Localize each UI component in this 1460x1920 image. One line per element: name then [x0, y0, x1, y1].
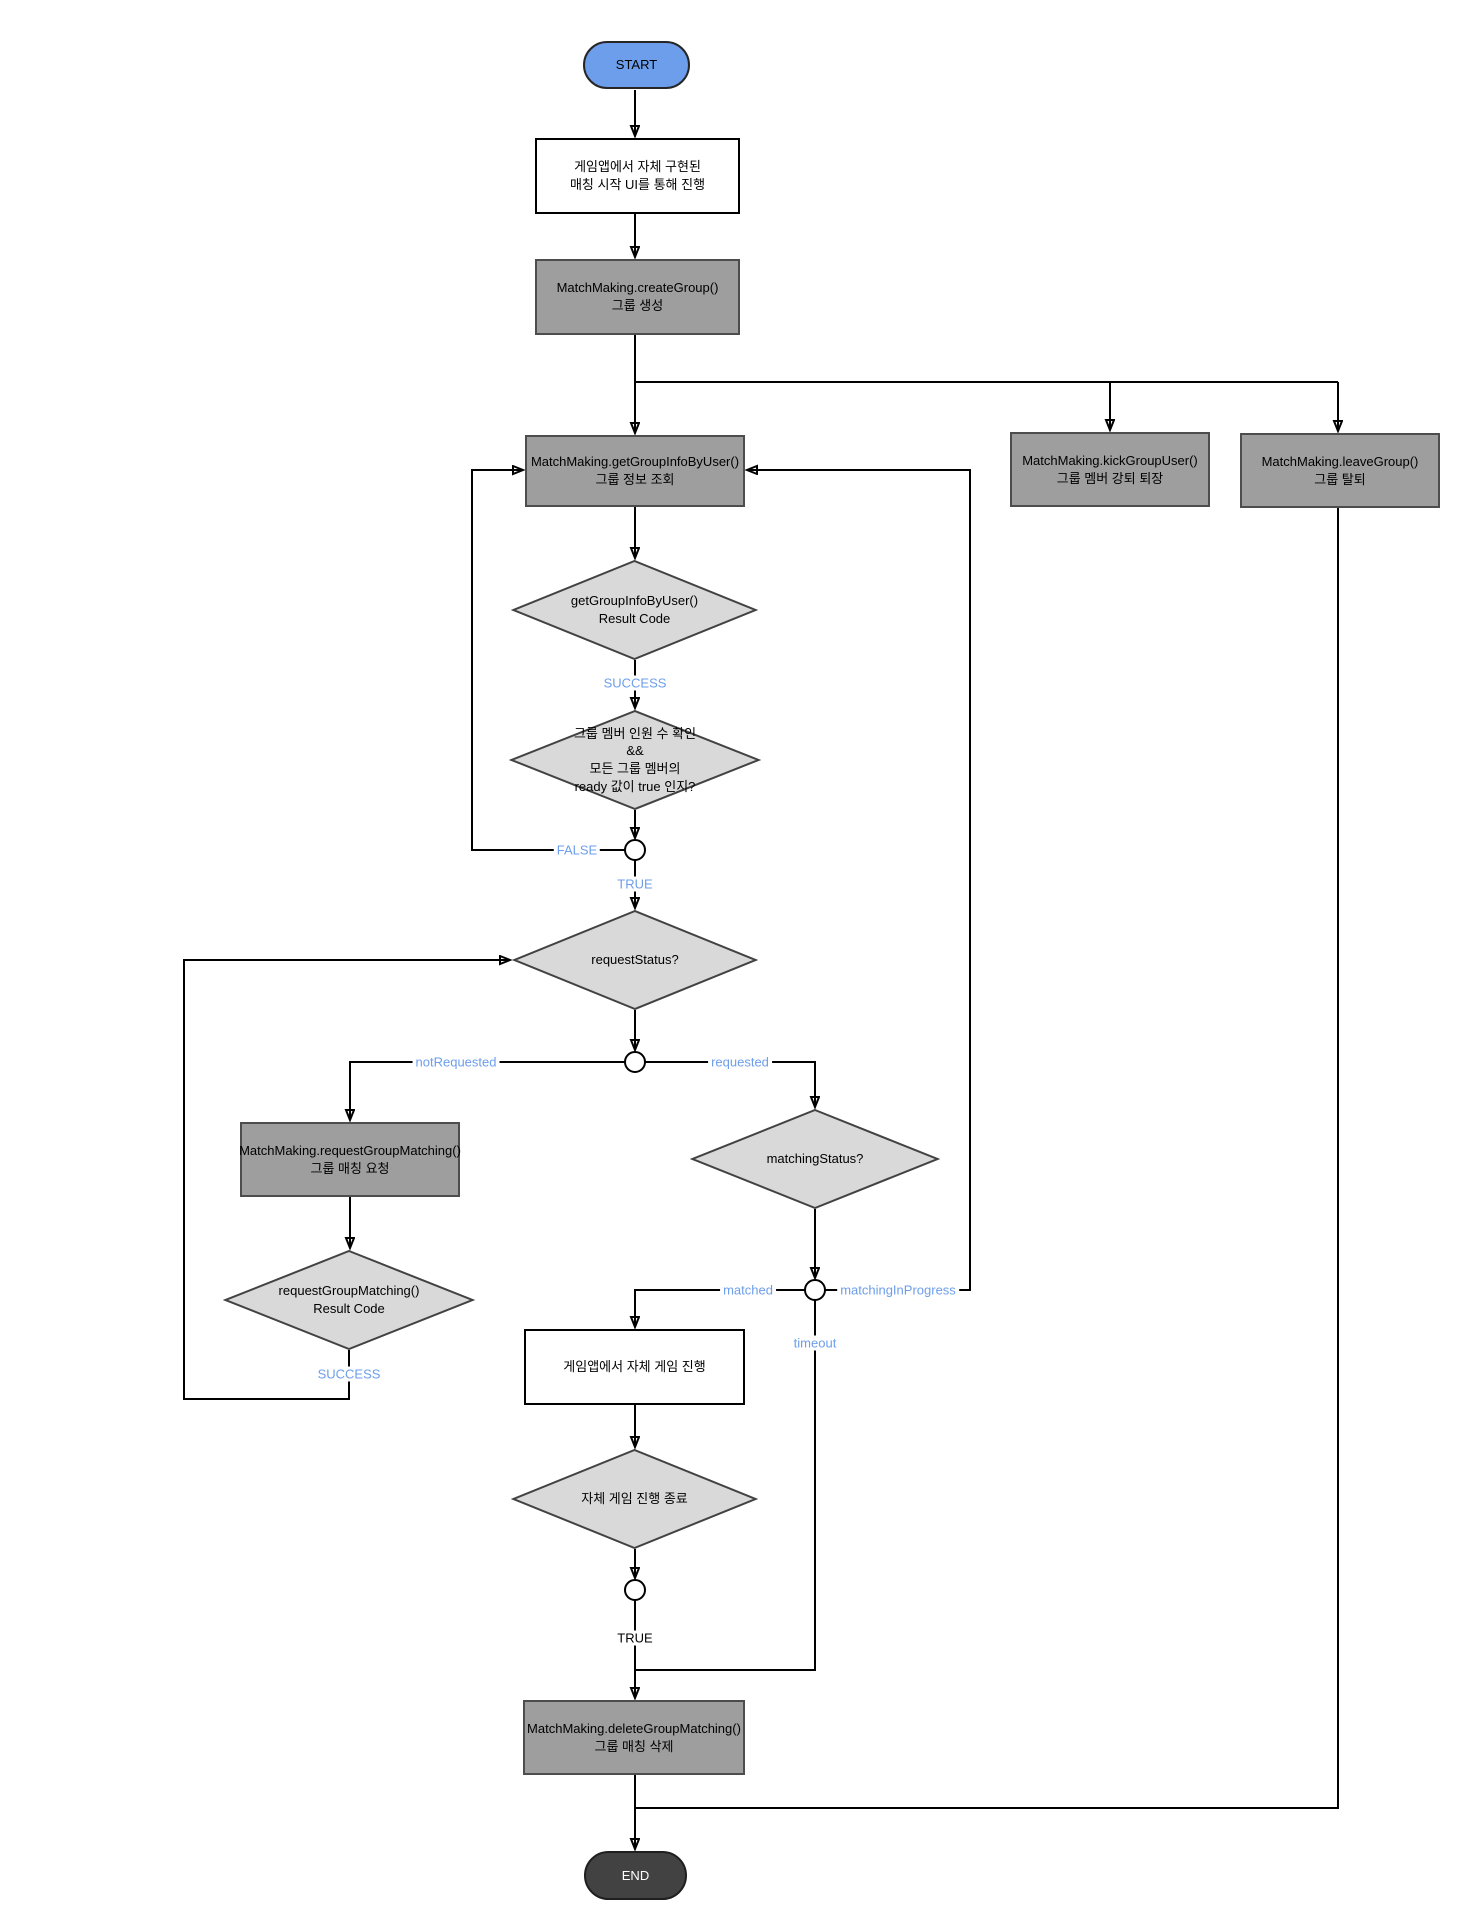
connector-circle-3	[804, 1279, 826, 1301]
connector-circle-1	[624, 839, 646, 861]
decision-requestmatching-result: requestGroupMatching() Result Code	[223, 1250, 475, 1350]
node-text-line: MatchMaking.kickGroupUser()	[1022, 452, 1198, 468]
decision-members-ready: 그룹 멤버 인원 수 확인 && 모든 그룹 멤버의 ready 값이 true…	[509, 710, 761, 810]
edge-label-matched: matched	[720, 1282, 776, 1298]
process-create-group: MatchMaking.createGroup() 그룹 생성	[535, 259, 740, 335]
diamond-shape	[511, 1449, 758, 1549]
node-text-line: 그룹 멤버 인원 수 확인	[573, 725, 697, 741]
edge-label-success-2: SUCCESS	[314, 1366, 384, 1382]
process-get-group-info: MatchMaking.getGroupInfoByUser() 그룹 정보 조…	[525, 435, 745, 507]
node-text-line: ready 값이 true 인지?	[574, 778, 696, 794]
connector-circle-4	[624, 1579, 646, 1601]
process-self-matching-ui: 게임앱에서 자체 구현된 매칭 시작 UI를 통해 진행	[535, 138, 740, 214]
edge-false-loop	[471, 470, 625, 851]
decision-text: matchingStatus?	[767, 1150, 864, 1168]
node-text-line: 자체 게임 진행 종료	[581, 1491, 688, 1507]
end-terminal: END	[584, 1851, 687, 1900]
node-text-line: 그룹 생성	[611, 298, 664, 313]
end-label: END	[621, 1867, 650, 1883]
process-delete-group-matching: MatchMaking.deleteGroupMatching() 그룹 매칭 …	[523, 1700, 745, 1775]
edge-requested	[645, 1061, 815, 1107]
edge-label-true: TRUE	[614, 876, 656, 892]
decision-text: getGroupInfoByUser() Result Code	[571, 592, 698, 627]
edge-label-timeout: timeout	[790, 1335, 840, 1351]
edge-label-matchinginprogress: matchingInProgress	[837, 1282, 959, 1298]
node-text-line: requestStatus?	[591, 952, 679, 968]
node-text-line: 게임앱에서 자체 게임 진행	[563, 1359, 706, 1375]
decision-text: 자체 게임 진행 종료	[581, 1490, 688, 1508]
node-text-line: 모든 그룹 멤버의	[589, 761, 681, 776]
decision-request-status: requestStatus?	[512, 910, 758, 1010]
edge-label-success: SUCCESS	[600, 675, 670, 691]
edge-success-loop	[183, 960, 510, 1400]
node-text-line: getGroupInfoByUser()	[570, 593, 699, 609]
process-kick-group-user: MatchMaking.kickGroupUser() 그룹 멤버 강퇴 퇴장	[1010, 432, 1210, 507]
decision-text: 그룹 멤버 인원 수 확인 && 모든 그룹 멤버의 ready 값이 true…	[574, 725, 696, 795]
start-label: START	[615, 57, 658, 73]
node-text-line: 그룹 매칭 요청	[310, 1160, 390, 1176]
edge-label-false: FALSE	[553, 842, 601, 858]
edge-leave-to-end-join	[635, 508, 1339, 1809]
node-text-line: 그룹 매칭 삭제	[594, 1738, 674, 1754]
node-text-line: 게임앱에서 자체 구현된	[574, 159, 701, 175]
node-text-line: 매칭 시작 UI를 통해 진행	[569, 177, 706, 192]
node-text-line: MatchMaking.deleteGroupMatching()	[527, 1720, 741, 1736]
node-text-line: Result Code	[313, 1301, 385, 1316]
node-text-line: Result Code	[598, 611, 671, 626]
node-text-line: MatchMaking.requestGroupMatching()	[239, 1142, 461, 1158]
start-terminal: START	[583, 41, 690, 89]
node-text-line: 그룹 정보 조회	[595, 472, 675, 487]
decision-game-finished: 자체 게임 진행 종료	[511, 1449, 758, 1549]
node-text-line: matchingStatus?	[766, 1151, 864, 1167]
edge-timeout	[635, 1300, 816, 1671]
diamond-shape	[223, 1250, 475, 1350]
node-text-line: requestGroupMatching()	[278, 1283, 420, 1299]
node-text-line: 그룹 탈퇴	[1314, 471, 1366, 487]
edge-label-notrequested: notRequested	[412, 1054, 500, 1070]
process-leave-group: MatchMaking.leaveGroup() 그룹 탈퇴	[1240, 433, 1440, 508]
node-text-line: MatchMaking.leaveGroup()	[1261, 453, 1419, 469]
process-self-game: 게임앱에서 자체 게임 진행	[524, 1329, 745, 1405]
decision-text: requestStatus?	[591, 951, 678, 969]
diamond-shape	[511, 560, 758, 660]
diamond-shape	[690, 1109, 940, 1209]
diamond-shape	[509, 710, 761, 810]
diamond-shape	[512, 910, 758, 1010]
edge-label-requested: requested	[708, 1054, 772, 1070]
node-text-line: MatchMaking.createGroup()	[556, 280, 719, 296]
connector-circle-2	[624, 1051, 646, 1073]
edge-label-true-2: TRUE	[614, 1630, 656, 1646]
edge-notrequested	[350, 1061, 625, 1120]
decision-getgroupinfo-result: getGroupInfoByUser() Result Code	[511, 560, 758, 660]
node-text-line: MatchMaking.getGroupInfoByUser()	[530, 454, 740, 470]
process-request-group-matching: MatchMaking.requestGroupMatching() 그룹 매칭…	[239, 1122, 461, 1197]
decision-matching-status: matchingStatus?	[690, 1109, 940, 1209]
node-text-line: 그룹 멤버 강퇴 퇴장	[1056, 470, 1164, 486]
node-text-line: &&	[626, 743, 644, 759]
decision-text: requestGroupMatching() Result Code	[279, 1282, 420, 1317]
